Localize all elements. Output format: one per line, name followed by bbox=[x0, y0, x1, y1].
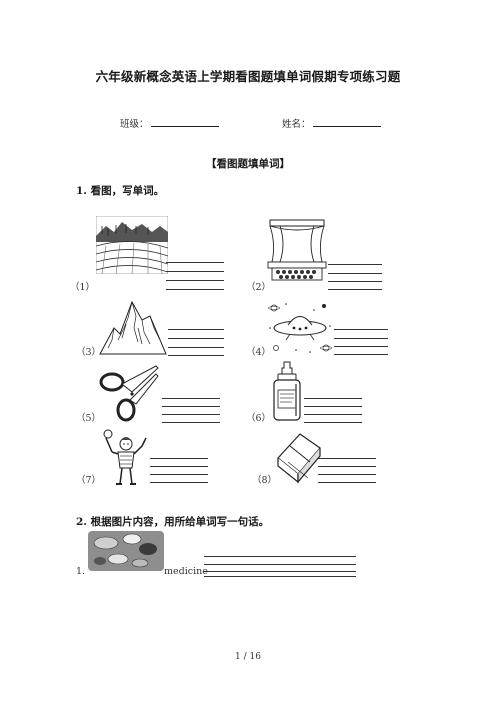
question-1-title: 1. 看图，写单词。 bbox=[76, 185, 165, 197]
item-label-4: （4） bbox=[246, 347, 272, 358]
answer-line[interactable] bbox=[162, 398, 220, 399]
answer-line[interactable] bbox=[334, 338, 388, 339]
item-label-5: （5） bbox=[76, 413, 102, 424]
answer-line[interactable] bbox=[150, 466, 208, 467]
question-2-title: 2. 根据图片内容，用所给单词写一句话。 bbox=[76, 516, 270, 528]
name-blank[interactable] bbox=[312, 117, 381, 127]
item-label-2: （2） bbox=[246, 282, 272, 293]
answer-line[interactable] bbox=[162, 406, 220, 407]
answer-line[interactable] bbox=[334, 354, 388, 355]
item-label-3: （3） bbox=[76, 347, 102, 358]
sentence-line[interactable] bbox=[204, 576, 356, 577]
class-label: 班级： bbox=[120, 119, 149, 130]
page-number: 1 / 16 bbox=[235, 652, 261, 662]
answer-line[interactable] bbox=[328, 264, 382, 265]
item-label-7: （7） bbox=[76, 475, 102, 486]
sentence-line[interactable] bbox=[204, 571, 356, 572]
eraser-icon bbox=[277, 433, 321, 484]
answer-line[interactable] bbox=[166, 262, 224, 263]
mountain-icon bbox=[99, 300, 167, 355]
landscape-fields-icon bbox=[96, 216, 168, 274]
answer-line[interactable] bbox=[166, 280, 224, 281]
name-field: 姓名： bbox=[282, 116, 381, 130]
answer-line[interactable] bbox=[166, 289, 224, 290]
answer-line[interactable] bbox=[328, 281, 382, 282]
stage-curtain-icon bbox=[267, 219, 327, 281]
q2-given-word: medicine bbox=[164, 566, 208, 577]
answer-line[interactable] bbox=[318, 458, 376, 459]
pills-icon bbox=[88, 531, 164, 571]
item-label-6: （6） bbox=[246, 413, 272, 424]
answer-line[interactable] bbox=[304, 422, 362, 423]
class-blank[interactable] bbox=[150, 117, 219, 127]
sentence-line[interactable] bbox=[204, 564, 356, 565]
answer-line[interactable] bbox=[168, 355, 224, 356]
boy-waving-icon bbox=[103, 429, 147, 485]
answer-line[interactable] bbox=[168, 347, 224, 348]
answer-line[interactable] bbox=[168, 329, 224, 330]
answer-line[interactable] bbox=[168, 338, 224, 339]
answer-line[interactable] bbox=[150, 458, 208, 459]
answer-line[interactable] bbox=[328, 273, 382, 274]
ufo-icon bbox=[267, 303, 333, 353]
section-title: 【看图题填单词】 bbox=[206, 158, 290, 170]
sentence-line[interactable] bbox=[204, 556, 356, 557]
scissors-icon bbox=[99, 365, 159, 422]
answer-line[interactable] bbox=[328, 289, 382, 290]
answer-line[interactable] bbox=[150, 482, 208, 483]
q2-item-number: 1. bbox=[76, 566, 86, 577]
name-label: 姓名： bbox=[282, 119, 311, 130]
answer-line[interactable] bbox=[304, 414, 362, 415]
answer-line[interactable] bbox=[334, 329, 388, 330]
answer-line[interactable] bbox=[334, 346, 388, 347]
answer-line[interactable] bbox=[318, 474, 376, 475]
answer-line[interactable] bbox=[162, 414, 220, 415]
glue-bottle-icon bbox=[273, 361, 301, 421]
answer-line[interactable] bbox=[304, 406, 362, 407]
class-field: 班级： bbox=[120, 116, 219, 130]
answer-line[interactable] bbox=[166, 271, 224, 272]
page-title: 六年级新概念英语上学期看图题填单词假期专项练习题 bbox=[95, 69, 401, 84]
answer-line[interactable] bbox=[318, 466, 376, 467]
answer-line[interactable] bbox=[150, 474, 208, 475]
item-label-8: （8） bbox=[252, 475, 278, 486]
answer-line[interactable] bbox=[318, 482, 376, 483]
answer-line[interactable] bbox=[162, 422, 220, 423]
item-label-1: （1） bbox=[70, 282, 96, 293]
answer-line[interactable] bbox=[304, 398, 362, 399]
